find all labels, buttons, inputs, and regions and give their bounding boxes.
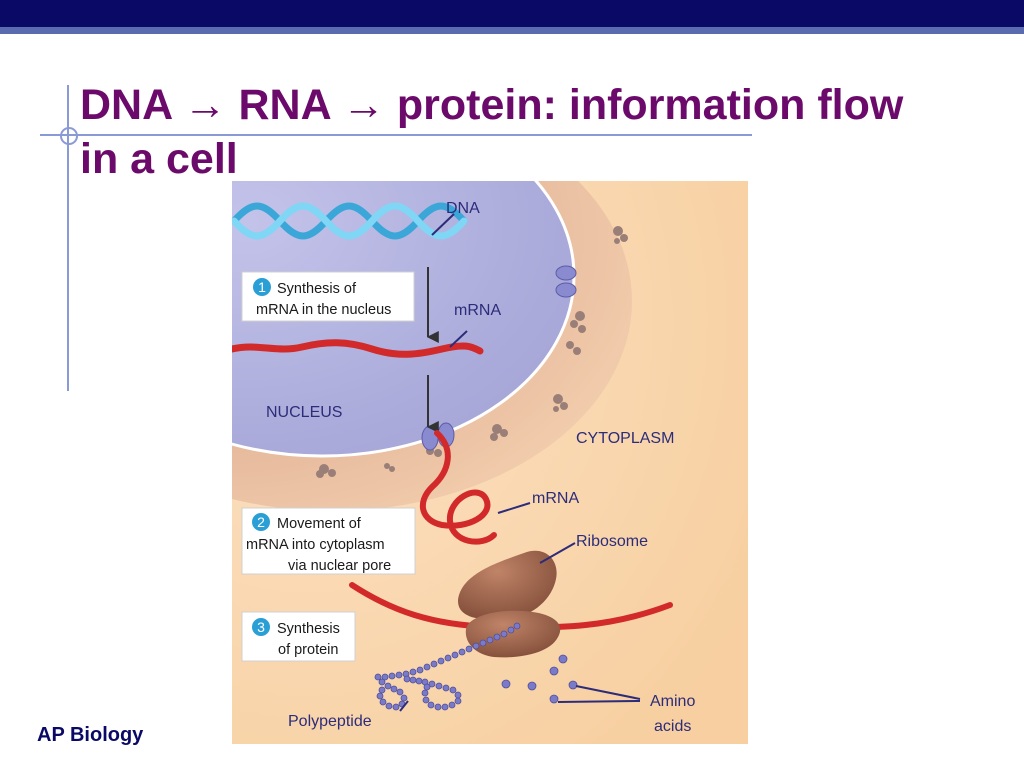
horizontal-rule [40, 134, 752, 136]
mrna-label-top: mRNA [454, 302, 501, 319]
amino-acids-label-line-2: acids [654, 718, 691, 735]
step-2-line-3: via nuclear pore [288, 558, 391, 574]
step-box-1: 1 Synthesis of mRNA in the nucleus [241, 271, 415, 322]
polypeptide-label: Polypeptide [288, 713, 372, 730]
nucleus-label: NUCLEUS [266, 404, 342, 421]
cytoplasm-label: CYTOPLASM [576, 430, 674, 447]
er-speckles [316, 226, 628, 478]
top-banner-stripe [0, 27, 1024, 34]
crosshair-ornament [60, 127, 78, 145]
step-1-line-2: mRNA in the nucleus [256, 302, 391, 318]
title-line-2: in a cell [80, 135, 238, 183]
mrna-label-mid: mRNA [532, 490, 579, 507]
nuclear-pore-upper [555, 265, 577, 298]
vertical-rule [67, 85, 69, 391]
step-1-line-1: Synthesis of [277, 281, 357, 297]
dna-double-helix [232, 202, 468, 240]
footer-course-name: AP Biology [37, 724, 144, 746]
polypeptide-chain [374, 622, 521, 711]
mrna-strand-nucleus [232, 339, 484, 358]
information-flow-diagram: 1 Synthesis of mRNA in the nucleus 2 Mov… [232, 181, 748, 744]
step-3-line-2: of protein [278, 642, 338, 658]
amino-acids [501, 654, 578, 704]
step-3-line-1: Synthesis [277, 621, 340, 637]
step-2-line-2: mRNA into cytoplasm [246, 537, 385, 553]
title-line-1: DNA → RNA → protein: information flow [80, 81, 904, 129]
step-2-number: 2 [257, 514, 265, 530]
ribosome [458, 550, 561, 658]
top-banner [0, 0, 1024, 27]
leader-lines [399, 213, 641, 712]
step-1-number: 1 [258, 279, 266, 295]
step-3-number: 3 [257, 619, 265, 635]
dna-label: DNA [446, 200, 480, 217]
mrna-strand-cytoplasm [419, 430, 497, 545]
amino-acids-label-line-1: Amino [650, 693, 695, 710]
step-box-3: 3 Synthesis of protein [241, 611, 356, 662]
ribosome-label: Ribosome [576, 533, 648, 550]
step-2-line-1: Movement of [277, 516, 362, 532]
step-box-2: 2 Movement of mRNA into cytoplasm via nu… [241, 507, 416, 575]
slide-title: DNA → RNA → protein: information flow in… [80, 78, 1010, 186]
